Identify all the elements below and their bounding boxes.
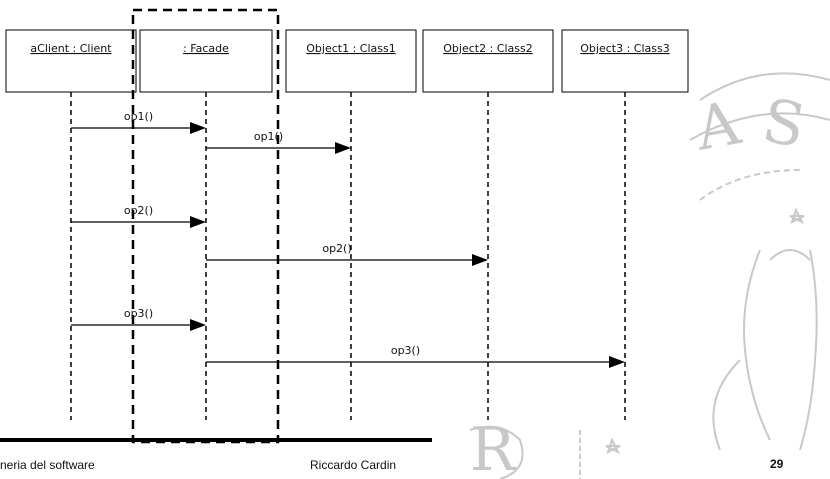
lifeline-client: aClient : Client [5, 29, 137, 420]
message-arrowhead [190, 216, 206, 228]
message-6: op3() [206, 344, 625, 368]
svg-text:A: A [689, 88, 745, 165]
message-label: op3() [124, 307, 153, 320]
page-number: 29 [770, 457, 784, 471]
message-label: op2() [124, 204, 153, 217]
lifeline-label-obj2: Object2 : Class2 [443, 42, 532, 55]
message-arrowhead [335, 142, 351, 154]
lifeline-obj3: Object3 : Class3 [561, 29, 689, 420]
lifeline-box-obj1 [285, 29, 417, 93]
lifeline-obj1: Object1 : Class1 [285, 29, 417, 420]
message-arrowhead [609, 356, 625, 368]
message-label: op3() [391, 344, 420, 357]
lifeline-obj2: Object2 : Class2 [422, 29, 554, 420]
lifeline-box-obj2 [422, 29, 554, 93]
messages: op1() op1() op2() op2() op3() op3() [71, 110, 625, 368]
message-label: op2() [322, 242, 351, 255]
svg-text:R: R [470, 415, 517, 479]
message-arrowhead [472, 254, 488, 266]
message-label: op1() [254, 130, 283, 143]
university-seal-watermark [469, 72, 830, 479]
message-label: op1() [124, 110, 153, 123]
message-arrowhead [190, 122, 206, 134]
message-2: op1() [206, 130, 351, 154]
lifelines: aClient : Client : Facade Object1 : Class1… [5, 29, 689, 420]
lifeline-label-obj3: Object3 : Class3 [580, 42, 669, 55]
message-5: op3() [71, 307, 206, 331]
message-1: op1() [71, 110, 206, 134]
lifeline-label-facade: : Facade [183, 42, 229, 55]
lifeline-box-client [5, 29, 137, 93]
seal-letters: A S R [470, 86, 810, 479]
lifeline-box-obj3 [561, 29, 689, 93]
lifeline-label-client: aClient : Client [30, 42, 112, 55]
footer-author: Riccardo Cardin [310, 458, 397, 472]
svg-text:S: S [757, 86, 810, 162]
message-arrowhead [190, 319, 206, 331]
lifeline-facade: : Facade [139, 29, 273, 420]
lifeline-box-facade [139, 29, 273, 93]
message-3: op2() [71, 204, 206, 228]
message-4: op2() [206, 242, 488, 266]
lifeline-label-obj1: Object1 : Class1 [306, 42, 395, 55]
footer-course-title: neria del software [0, 458, 95, 472]
